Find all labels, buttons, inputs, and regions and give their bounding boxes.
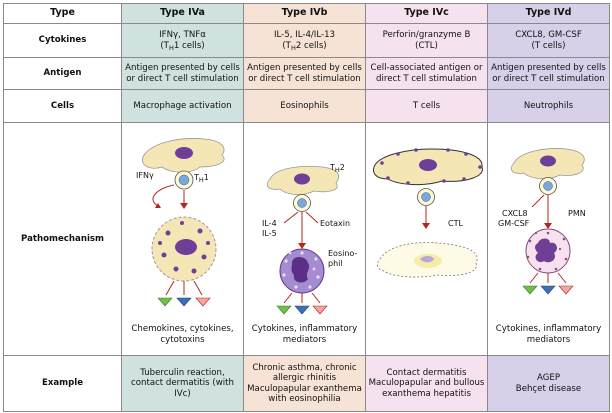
example-ivd-line2: Behçet disease bbox=[515, 383, 582, 394]
cytokines-ivc: Perforin/granzyme B (CTL) bbox=[365, 23, 488, 58]
cytokines-iva-line2: (TH1 cells) bbox=[160, 40, 205, 52]
row-label-cytokines: Cytokines bbox=[3, 23, 122, 58]
cells-iva: Macrophage activation bbox=[121, 89, 244, 123]
th1-nucleus bbox=[178, 174, 190, 186]
mediator-blue-triangle bbox=[294, 305, 310, 315]
row-label-example: Example bbox=[3, 355, 122, 412]
row-label-antigen: Antigen bbox=[3, 57, 122, 90]
antigen-ivc: Cell-associated antigen or direct T cell… bbox=[365, 57, 488, 90]
row-label-cells: Cells bbox=[3, 89, 122, 123]
cytokines-ivc-line2: (CTL) bbox=[415, 40, 438, 51]
example-ivb: Chronic asthma, chronic allergic rhiniti… bbox=[243, 355, 366, 412]
mediator-blue-triangle bbox=[176, 297, 192, 307]
gmcsf-label: GM-CSF bbox=[498, 219, 530, 228]
antigen-iva: Antigen presented by cells or direct T c… bbox=[121, 57, 244, 90]
mediator-green-triangle bbox=[157, 297, 173, 307]
mediator-red-triangle bbox=[558, 285, 574, 295]
neutrophil-diagram bbox=[510, 148, 585, 295]
pathomechanism-iva: IFNγ TH1 Chemokines, cytokines, cytotoxi… bbox=[121, 122, 244, 356]
cytokines-ivb-line2: (TH2 cells) bbox=[282, 40, 327, 52]
mediator-red-triangle bbox=[195, 297, 211, 307]
ctl-label: CTL bbox=[448, 219, 463, 228]
eosinophil-label-line1: Eosino- bbox=[328, 249, 358, 258]
th2-label: TH2 bbox=[330, 163, 345, 174]
t-cell-nucleus bbox=[543, 181, 553, 191]
apc-nucleus bbox=[540, 155, 556, 167]
row-label-pathomechanism: Pathomechanism bbox=[3, 122, 122, 356]
eotaxin-label: Eotaxin bbox=[320, 219, 351, 228]
antigen-ivd: Antigen presented by cells or direct T c… bbox=[487, 57, 610, 90]
pathomechanism-ivc: CTL bbox=[365, 122, 488, 356]
example-ivc: Contact dermatitis Maculopapular and bul… bbox=[365, 355, 488, 412]
th1-label: TH1 bbox=[194, 173, 209, 184]
il5-label: IL-5 bbox=[262, 229, 277, 238]
antigen-ivb: Antigen presented by cells or direct T c… bbox=[243, 57, 366, 90]
ctl-nucleus bbox=[421, 192, 431, 202]
cytokines-ivb: IL-5, IL-4/IL-13 (TH2 cells) bbox=[243, 23, 366, 58]
iva-caption: Chemokines, cytokines, cytotoxins bbox=[131, 324, 234, 345]
hypersensitivity-type-iv-table: Type Type IVa Type IVb Type IVc Type IVd… bbox=[3, 3, 610, 412]
pathomechanism-ivb: TH2 IL-4 IL-5 Eotaxin Eosino- phil Cytok… bbox=[243, 122, 366, 356]
ifn-curved-arrow bbox=[152, 184, 175, 208]
mediator-green-triangle bbox=[522, 285, 538, 295]
cxcl8-label: CXCL8 bbox=[502, 209, 528, 218]
example-iva: Tuberculin reaction, contact dermatitis … bbox=[121, 355, 244, 412]
mediator-blue-triangle bbox=[540, 285, 556, 295]
ivb-caption: Cytokines, inflammatory mediators bbox=[251, 324, 358, 345]
macrophage-activation-diagram bbox=[142, 138, 225, 307]
th2-nucleus bbox=[297, 198, 307, 208]
header-type-ivd: Type IVd bbox=[487, 3, 610, 24]
pathomechanism-ivd: CXCL8 GM-CSF PMN Cytokines, inflammatory… bbox=[487, 122, 610, 356]
mediator-green-triangle bbox=[276, 305, 292, 315]
cytokines-ivd-line2: (T cells) bbox=[531, 40, 566, 51]
cytokines-iva-line1: IFNγ, TNFα bbox=[159, 30, 206, 40]
cytokines-ivd: CXCL8, GM-CSF (T cells) bbox=[487, 23, 610, 58]
macrophage-nucleus bbox=[175, 239, 197, 255]
cells-ivb: Eosinophils bbox=[243, 89, 366, 123]
apc-nucleus bbox=[294, 173, 310, 185]
target-nucleus bbox=[419, 159, 437, 171]
cells-ivd: Neutrophils bbox=[487, 89, 610, 123]
eosinophil-label-line2: phil bbox=[328, 259, 343, 268]
example-ivd: AGEP Behçet disease bbox=[487, 355, 610, 412]
apc-nucleus bbox=[175, 147, 193, 159]
pmn-label: PMN bbox=[568, 209, 586, 218]
header-type: Type bbox=[3, 3, 122, 24]
neutrophil-nucleus bbox=[535, 238, 557, 263]
mediator-red-triangle bbox=[312, 305, 328, 315]
il4-label: IL-4 bbox=[262, 219, 277, 228]
header-type-ivb: Type IVb bbox=[243, 3, 366, 24]
header-type-iva: Type IVa bbox=[121, 3, 244, 24]
ivd-caption: Cytokines, inflammatory mediators bbox=[495, 324, 602, 345]
cytokines-ivb-line1: IL-5, IL-4/IL-13 bbox=[273, 30, 336, 40]
eosinophil-nucleus bbox=[291, 257, 310, 283]
cytokines-iva: IFNγ, TNFα (TH1 cells) bbox=[121, 23, 244, 58]
dying-nucleus bbox=[420, 256, 434, 263]
cells-ivc: T cells bbox=[365, 89, 488, 123]
header-type-ivc: Type IVc bbox=[365, 3, 488, 24]
cytokines-ivd-line1: CXCL8, GM-CSF bbox=[515, 30, 582, 40]
example-ivd-line1: AGEP bbox=[537, 373, 560, 383]
eosinophil-diagram bbox=[266, 165, 339, 315]
ifn-gamma-label: IFNγ bbox=[136, 171, 154, 180]
cytotoxic-t-cell-diagram bbox=[373, 148, 483, 278]
cytokines-ivc-line1: Perforin/granzyme B bbox=[382, 30, 471, 40]
